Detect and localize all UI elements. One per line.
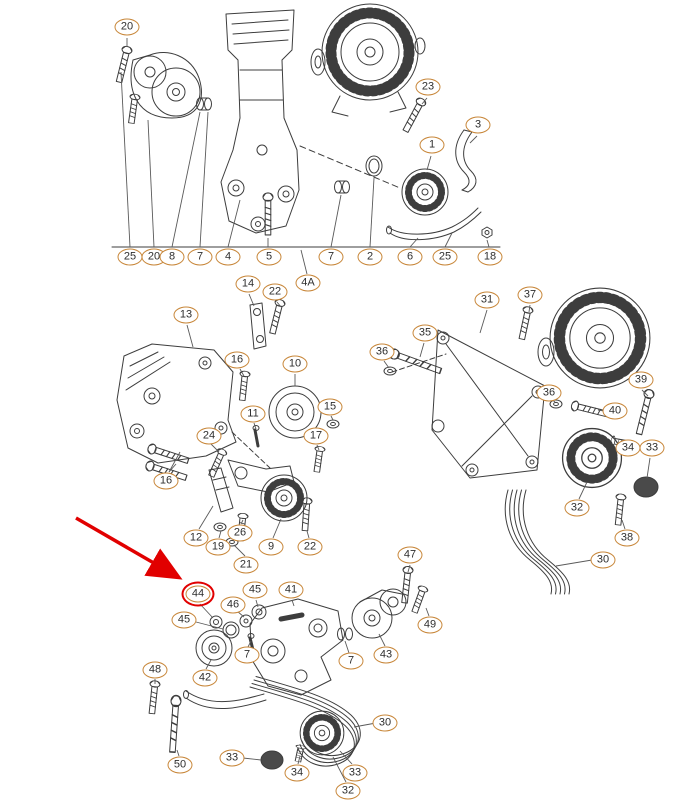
callout-7[interactable]: 7 [338,652,364,670]
callout-33[interactable]: 33 [342,764,368,782]
callout-1[interactable]: 1 [419,136,445,154]
callout-20[interactable]: 20 [114,18,140,36]
callout-37[interactable]: 37 [517,286,543,304]
callout-17[interactable]: 17 [303,427,329,445]
callout-45[interactable]: 45 [242,581,268,599]
leader-lines [120,38,651,783]
callout-19[interactable]: 19 [205,538,231,556]
callout-48[interactable]: 48 [142,661,168,679]
callout-14[interactable]: 14 [235,275,261,293]
callout-32[interactable]: 32 [564,499,590,517]
callout-22[interactable]: 22 [262,283,288,301]
callout-50[interactable]: 50 [167,756,193,774]
callout-33[interactable]: 33 [219,749,245,767]
callout-42[interactable]: 42 [192,669,218,687]
highlight-arrow [75,516,183,580]
callout-31[interactable]: 31 [474,291,500,309]
callout-36[interactable]: 36 [369,343,395,361]
callout-13[interactable]: 13 [173,306,199,324]
callout-46[interactable]: 46 [220,596,246,614]
callout-15[interactable]: 15 [317,398,343,416]
callout-23[interactable]: 23 [415,78,441,96]
callout-11[interactable]: 11 [240,405,266,423]
callout-5[interactable]: 5 [256,248,282,266]
callout-34[interactable]: 34 [615,439,641,457]
callout-21[interactable]: 21 [233,556,259,574]
callout-32[interactable]: 32 [335,782,361,800]
callout-7[interactable]: 7 [187,248,213,266]
callout-45[interactable]: 45 [171,611,197,629]
callout-47[interactable]: 47 [397,546,423,564]
callout-25[interactable]: 25 [117,248,143,266]
callout-12[interactable]: 12 [183,529,209,547]
callout-30[interactable]: 30 [590,551,616,569]
callout-26[interactable]: 26 [227,524,253,542]
mid-right-assembly-drawing [383,288,659,595]
callout-8[interactable]: 8 [159,248,185,266]
mid-left-assembly-drawing [116,343,340,547]
callout-49[interactable]: 49 [417,616,443,634]
callout-38[interactable]: 38 [614,529,640,547]
callout-30[interactable]: 30 [372,714,398,732]
highlight-annotation [75,516,183,580]
callout-6[interactable]: 6 [397,248,423,266]
callout-18[interactable]: 18 [477,248,503,266]
callout-16[interactable]: 16 [224,351,250,369]
callout-3[interactable]: 3 [465,116,491,134]
callout-7[interactable]: 7 [234,646,260,664]
callout-36[interactable]: 36 [536,384,562,402]
callout-10[interactable]: 10 [282,355,308,373]
callout-34[interactable]: 34 [284,764,310,782]
callout-2[interactable]: 2 [357,248,383,266]
callout-4A[interactable]: 4A [295,274,321,292]
callout-35[interactable]: 35 [412,324,438,342]
callout-7[interactable]: 7 [318,248,344,266]
callout-40[interactable]: 40 [602,402,628,420]
callout-22[interactable]: 22 [297,538,323,556]
callout-44-highlighted[interactable]: 44 [181,581,215,607]
callout-24[interactable]: 24 [196,427,222,445]
callout-9[interactable]: 9 [258,538,284,556]
callout-16[interactable]: 16 [153,472,179,490]
callout-43[interactable]: 43 [373,646,399,664]
callout-33[interactable]: 33 [639,439,665,457]
callout-39[interactable]: 39 [628,371,654,389]
callout-25[interactable]: 25 [432,248,458,266]
callout-41[interactable]: 41 [278,581,304,599]
top-assembly-drawing [111,4,501,402]
callout-4[interactable]: 4 [215,248,241,266]
